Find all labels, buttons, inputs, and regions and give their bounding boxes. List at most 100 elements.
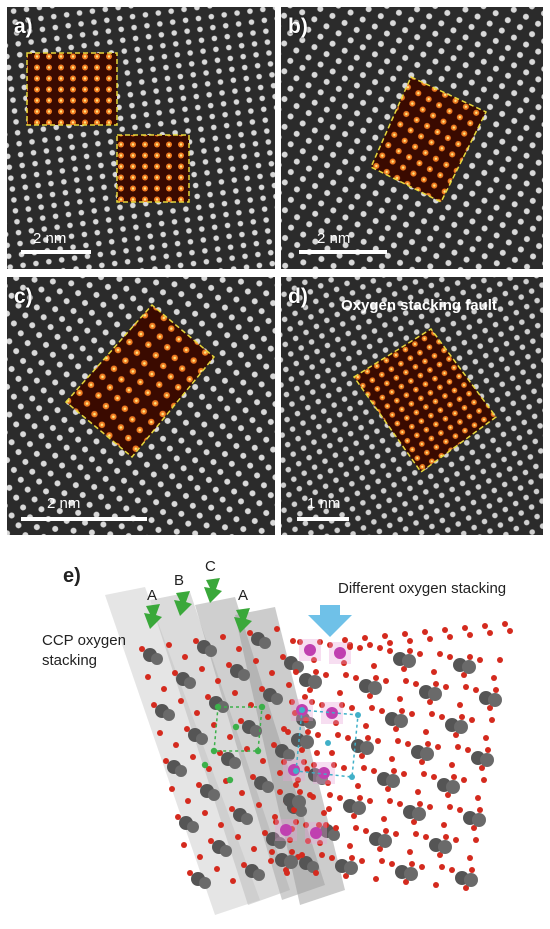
oxygen-atom: [373, 876, 379, 882]
metal-atom: [217, 701, 229, 713]
oxygen-atom: [402, 631, 408, 637]
oxygen-atom: [271, 742, 277, 748]
oxygen-atom: [387, 798, 393, 804]
scale-bar-c: [21, 517, 147, 521]
oxygen-atom: [196, 782, 202, 788]
metal-atom: [229, 757, 241, 769]
oxygen-atom: [403, 879, 409, 885]
inset-a1: [26, 52, 118, 126]
arrow-a1: [144, 604, 162, 629]
scale-text-a: 2 nm: [33, 230, 67, 247]
oxygen-atom: [325, 780, 331, 786]
metal-atom: [360, 741, 374, 755]
inset-c: [64, 303, 216, 459]
oxygen-atom: [457, 702, 463, 708]
oxygen-atom: [467, 855, 473, 861]
oxygen-atom: [182, 654, 188, 660]
panel-label-c: c): [14, 285, 33, 308]
oxygen-atom: [401, 771, 407, 777]
metal-atom: [328, 829, 340, 841]
metal-atom: [420, 747, 434, 761]
oxygen-atom: [409, 861, 415, 867]
metal-atom: [402, 654, 416, 668]
oxygen-atom: [299, 747, 305, 753]
oxygen-atom: [419, 864, 425, 870]
stack-letter-a2: A: [238, 587, 249, 604]
oxygen-atom: [229, 806, 235, 812]
oxygen-atom: [351, 813, 357, 819]
oxygen-atom: [323, 822, 329, 828]
oxygen-atom: [367, 642, 373, 648]
oxygen-atom: [399, 708, 405, 714]
oxygen-atom: [321, 810, 327, 816]
oxygen-atom: [172, 670, 178, 676]
metal-atom: [163, 709, 175, 721]
oxygen-atom: [367, 693, 373, 699]
oxygen-atom: [260, 758, 266, 764]
metal-atom: [262, 781, 274, 793]
metal-atom: [253, 869, 265, 881]
ccp-text-line1: CCP oxygen: [42, 632, 126, 649]
panel-c: c) 2 nm: [7, 277, 275, 535]
oxygen-atom: [311, 762, 317, 768]
oxygen-atom: [281, 759, 287, 765]
metal-atom: [394, 714, 408, 728]
oxygen-atom: [293, 819, 299, 825]
metal-atom: [238, 669, 250, 681]
oxygen-atom: [139, 646, 145, 652]
unit-cell-green: [213, 706, 263, 752]
oxygen-atom: [477, 657, 483, 663]
oxygen-atom: [161, 686, 167, 692]
oxygen-atom: [277, 770, 283, 776]
oxygen-atom: [347, 644, 353, 650]
oxygen-atom: [362, 635, 368, 641]
atoms-group: [139, 621, 513, 891]
metal-atom: [208, 789, 220, 801]
metal-atom: [300, 735, 314, 749]
oxygen-atom: [387, 640, 393, 646]
metal-atom: [480, 753, 494, 767]
oxygen-atom: [431, 774, 437, 780]
oxygen-atom: [327, 792, 333, 798]
scale-text-c: 2 nm: [47, 495, 81, 512]
oxygen-atom: [291, 807, 297, 813]
cyan-marker: [325, 740, 331, 746]
oxygen-atom: [208, 838, 214, 844]
oxygen-atom: [497, 657, 503, 663]
oxygen-atom: [462, 625, 468, 631]
oxygen-atom: [236, 646, 242, 652]
oxygen-atom: [423, 834, 429, 840]
oxygen-atom: [389, 756, 395, 762]
oxygen-atom: [427, 804, 433, 810]
oxygen-atom: [194, 710, 200, 716]
oxygen-atom: [317, 840, 323, 846]
oxygen-atom: [337, 795, 343, 801]
oxygen-atom: [304, 766, 310, 772]
oxygen-atom: [297, 789, 303, 795]
oxygen-atom: [369, 705, 375, 711]
oxygen-atom: [305, 729, 311, 735]
green-marker: [201, 761, 209, 769]
oxygen-atom: [383, 678, 389, 684]
scale-bar-d: [297, 517, 349, 521]
metal-atom: [344, 861, 358, 875]
oxygen-atom: [453, 837, 459, 843]
blue-arrow: [308, 605, 352, 637]
oxygen-atom: [463, 885, 469, 891]
oxygen-atom: [184, 726, 190, 732]
oxygen-atom: [205, 694, 211, 700]
oxygen-atom: [206, 766, 212, 772]
oxygen-atom: [397, 696, 403, 702]
magenta-atom: [334, 647, 346, 659]
oxygen-atom: [502, 621, 508, 627]
inset-b: [370, 75, 488, 204]
oxygen-atom: [337, 690, 343, 696]
oxygen-atom: [185, 798, 191, 804]
oxygen-atom: [385, 786, 391, 792]
oxygen-atom: [269, 849, 275, 855]
oxygen-atom: [445, 792, 451, 798]
scale-bar-b: [299, 250, 387, 254]
metal-atom: [184, 677, 196, 689]
oxygen-atom: [303, 822, 309, 828]
oxygen-atom: [323, 672, 329, 678]
